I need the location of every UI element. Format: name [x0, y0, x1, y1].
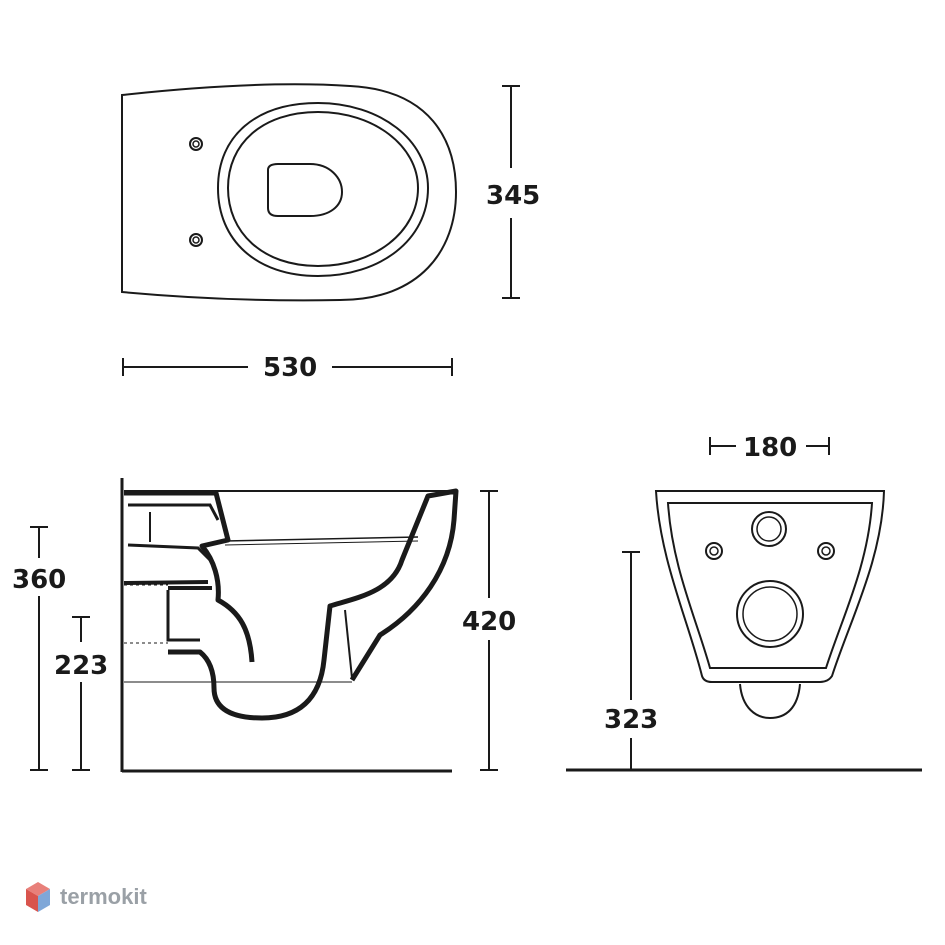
cube-icon: [26, 882, 50, 912]
top-view-seat-hole-lower: [189, 233, 203, 247]
brand-logo: termokit: [24, 880, 147, 914]
top-view-drain: [267, 163, 344, 217]
top-view-seat-hole-upper: [189, 137, 203, 151]
top-view-outline: [121, 83, 458, 302]
front-view: [654, 490, 886, 720]
dim-side-bowl-height-label: 420: [462, 607, 516, 637]
dim-front-width: [709, 437, 830, 455]
brand-name: termokit: [60, 884, 147, 909]
dim-side-total-height: [30, 526, 48, 771]
side-view-bowl: [124, 488, 459, 721]
dim-side-outlet-height-label: 223: [54, 651, 108, 681]
front-view-fix-hole-left: [705, 542, 723, 560]
dim-top-length: [122, 358, 453, 376]
top-view: [121, 83, 458, 302]
top-view-rim-outer: [216, 101, 430, 278]
dim-front-height-label: 323: [604, 705, 658, 735]
front-view-water-inlet: [751, 511, 787, 547]
dim-side-total-height-label: 360: [12, 565, 66, 595]
dim-side-outlet-height: [72, 616, 90, 771]
dim-front-width-label: 180: [743, 433, 797, 463]
top-view-rim-inner: [226, 110, 420, 268]
dim-front-height: [622, 551, 640, 770]
front-view-outlet: [739, 683, 801, 720]
front-view-inner: [666, 502, 874, 669]
side-view: [120, 478, 459, 773]
dim-top-depth-label: 345: [486, 181, 540, 211]
front-view-fix-hole-right: [817, 542, 835, 560]
dim-top-length-label: 530: [263, 353, 317, 383]
dim-top-depth: [502, 85, 520, 299]
dim-side-bowl-height: [480, 490, 498, 771]
front-view-drain-outlet: [736, 580, 804, 648]
front-view-outline: [654, 490, 886, 683]
